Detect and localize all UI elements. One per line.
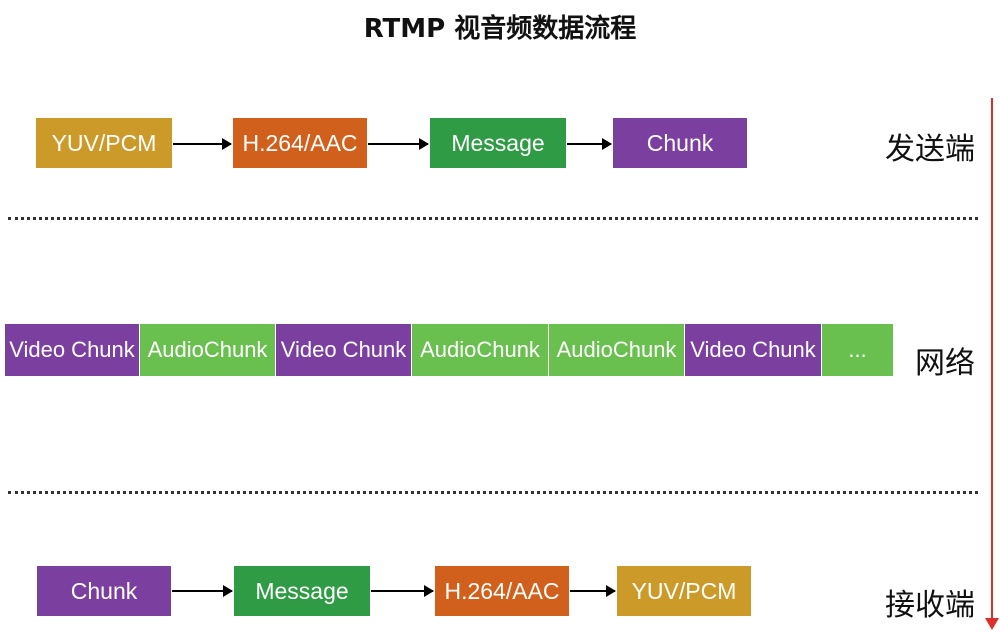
receiver-arrow-2 (371, 585, 434, 597)
sender-arrow-2 (368, 138, 429, 150)
network-audio-chunk: AudioChunk (412, 324, 549, 376)
sender-arrow-3 (567, 138, 612, 150)
receiver-h264-aac-box: H.264/AAC (435, 566, 569, 616)
network-label: 网络 (915, 346, 975, 381)
receiver-arrow-1 (172, 585, 233, 597)
sender-h264-aac-box: H.264/AAC (233, 118, 367, 168)
receiver-chunk-box: Chunk (37, 566, 171, 616)
divider-top (8, 217, 978, 220)
network-audio-chunk: AudioChunk (140, 324, 276, 376)
flow-direction-arrow (985, 98, 999, 630)
sender-arrow-1 (173, 138, 232, 150)
divider-bottom (8, 491, 978, 494)
network-audio-chunk: AudioChunk (549, 324, 685, 376)
network-video-chunk: Video Chunk (276, 324, 412, 376)
network-video-chunk: Video Chunk (5, 324, 140, 376)
sender-label: 发送端 (885, 132, 975, 167)
receiver-arrow-3 (570, 585, 616, 597)
network-chunk-stream: Video Chunk AudioChunk Video Chunk Audio… (5, 324, 894, 376)
network-ellipsis-chunk: ... (822, 324, 894, 376)
receiver-message-box: Message (234, 566, 370, 616)
receiver-yuv-pcm-box: YUV/PCM (617, 566, 751, 616)
sender-chunk-box: Chunk (613, 118, 747, 168)
network-video-chunk: Video Chunk (685, 324, 822, 376)
sender-message-box: Message (430, 118, 566, 168)
sender-yuv-pcm-box: YUV/PCM (36, 118, 172, 168)
diagram-title: RTMP 视音频数据流程 (363, 14, 637, 44)
receiver-label: 接收端 (885, 588, 975, 623)
